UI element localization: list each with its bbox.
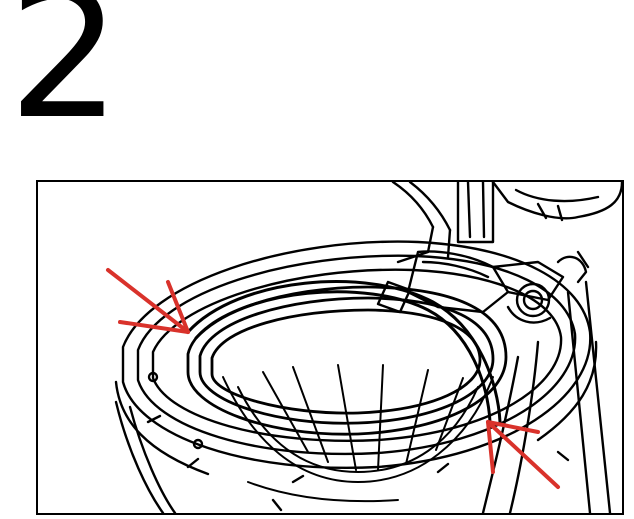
step-number: 2	[8, 0, 122, 158]
rim-hole-left	[147, 371, 159, 383]
arrow-left	[106, 268, 190, 334]
rim-hole-bottom	[192, 438, 204, 450]
illustration-panel	[36, 180, 624, 515]
outer-rim	[114, 240, 598, 484]
hinge-arm	[376, 182, 622, 324]
arrow-right	[486, 420, 560, 489]
appliance-illustration	[106, 182, 622, 513]
pivot-knob	[515, 282, 551, 318]
indicator-arrows	[106, 268, 560, 489]
wire-loop	[186, 280, 502, 424]
